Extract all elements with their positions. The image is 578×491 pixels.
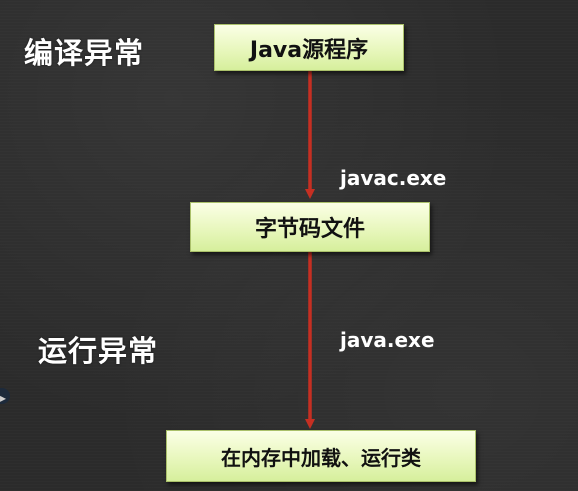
cursor-icon: ▸ — [0, 391, 7, 405]
java-source-node: Java源程序 — [214, 24, 404, 71]
edge-widget — [0, 388, 10, 404]
runtime-exception-label: 运行异常 — [38, 334, 159, 368]
bytecode-file-node: 字节码文件 — [190, 202, 430, 252]
javac-label: javac.exe — [340, 166, 447, 190]
load-run-class-node: 在内存中加载、运行类 — [166, 430, 476, 482]
java-label: java.exe — [340, 328, 435, 352]
compile-exception-label: 编译异常 — [24, 36, 145, 70]
